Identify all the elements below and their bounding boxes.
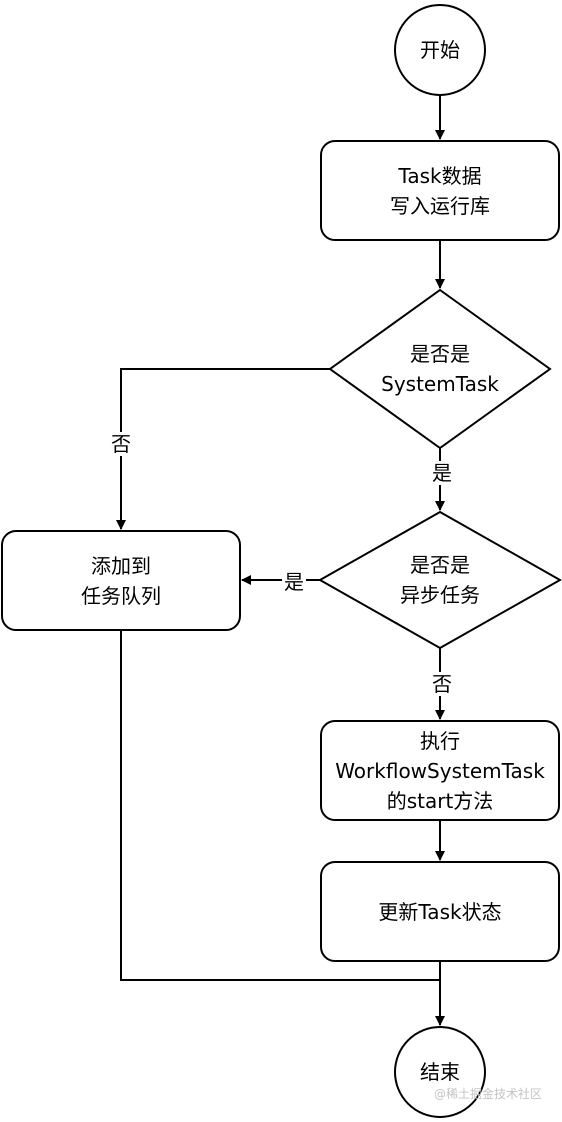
edge-label-async-yes: 是 xyxy=(282,570,306,594)
async-task-decision-label: 是否是 异步任务 xyxy=(400,553,480,607)
edge-label-system-yes: 是 xyxy=(430,461,454,485)
edge-label-system-no: 否 xyxy=(109,432,133,456)
edge-system-no-to-queue xyxy=(116,368,330,530)
edge-label-async-no: 否 xyxy=(430,672,454,696)
exec-start-node-label: 执行 WorkflowSystemTask 的start方法 xyxy=(335,728,545,813)
write-db-node-label: Task数据 写入运行库 xyxy=(390,163,490,218)
edge-queue-to-end xyxy=(120,630,440,981)
end-node-label: 结束 xyxy=(420,1060,460,1084)
start-node-label: 开始 xyxy=(420,38,460,62)
add-queue-node-label: 添加到 任务队列 xyxy=(81,553,161,608)
system-task-decision-label: 是否是 SystemTask xyxy=(381,342,499,396)
update-status-node-label: 更新Task状态 xyxy=(378,899,502,924)
end-node-shape xyxy=(394,1026,486,1118)
watermark: @稀土掘金技术社区 xyxy=(433,1087,542,1101)
